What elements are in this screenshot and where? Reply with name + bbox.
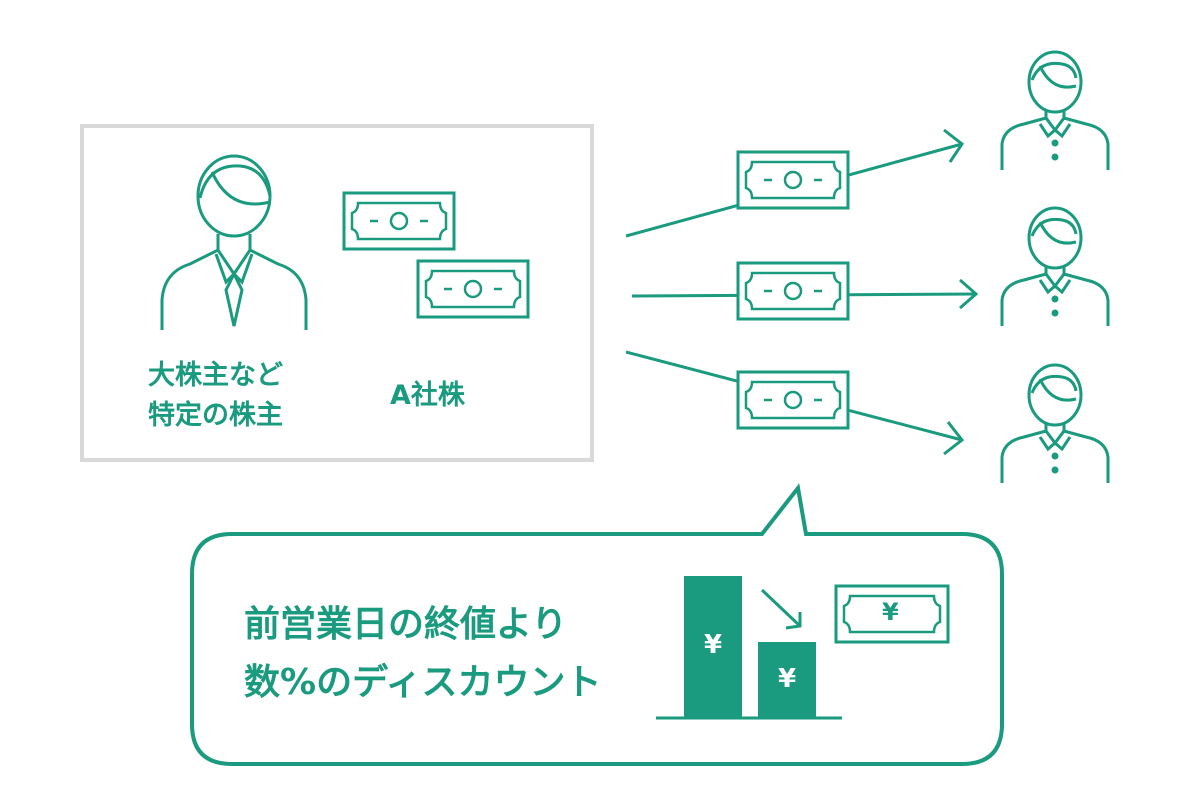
shareholder-person-icon [160, 154, 308, 330]
down-arrow-icon [760, 588, 802, 630]
yen-banknote-icon [834, 584, 950, 644]
holder-label-line1: 大株主など [148, 360, 283, 391]
holder-label-line2: 特定の株主 [148, 400, 283, 431]
callout-text: 前営業日の終値より 数%のディスカウント [244, 596, 602, 712]
note-yen-symbol: ¥ [882, 598, 899, 626]
banknote-icon [736, 261, 850, 321]
banknote-icon [736, 370, 850, 430]
banknote-icon [416, 259, 530, 319]
investor-person-icon [1000, 206, 1110, 328]
banknote-icon [342, 191, 456, 251]
bar-yen-symbol: ¥ [778, 664, 797, 694]
holder-label: 大株主など 特定の株主 [148, 356, 283, 436]
bar-chart-icon [656, 576, 842, 720]
stock-label: A社株 [390, 380, 465, 411]
shareholder-box [80, 124, 594, 462]
bar-yen-symbol: ¥ [704, 630, 723, 660]
investor-person-icon [1000, 363, 1110, 485]
callout-line2: 数%のディスカウント [244, 662, 602, 703]
banknote-icon [736, 150, 850, 210]
investor-person-icon [1000, 50, 1110, 172]
callout-line1: 前営業日の終値より [244, 604, 568, 645]
